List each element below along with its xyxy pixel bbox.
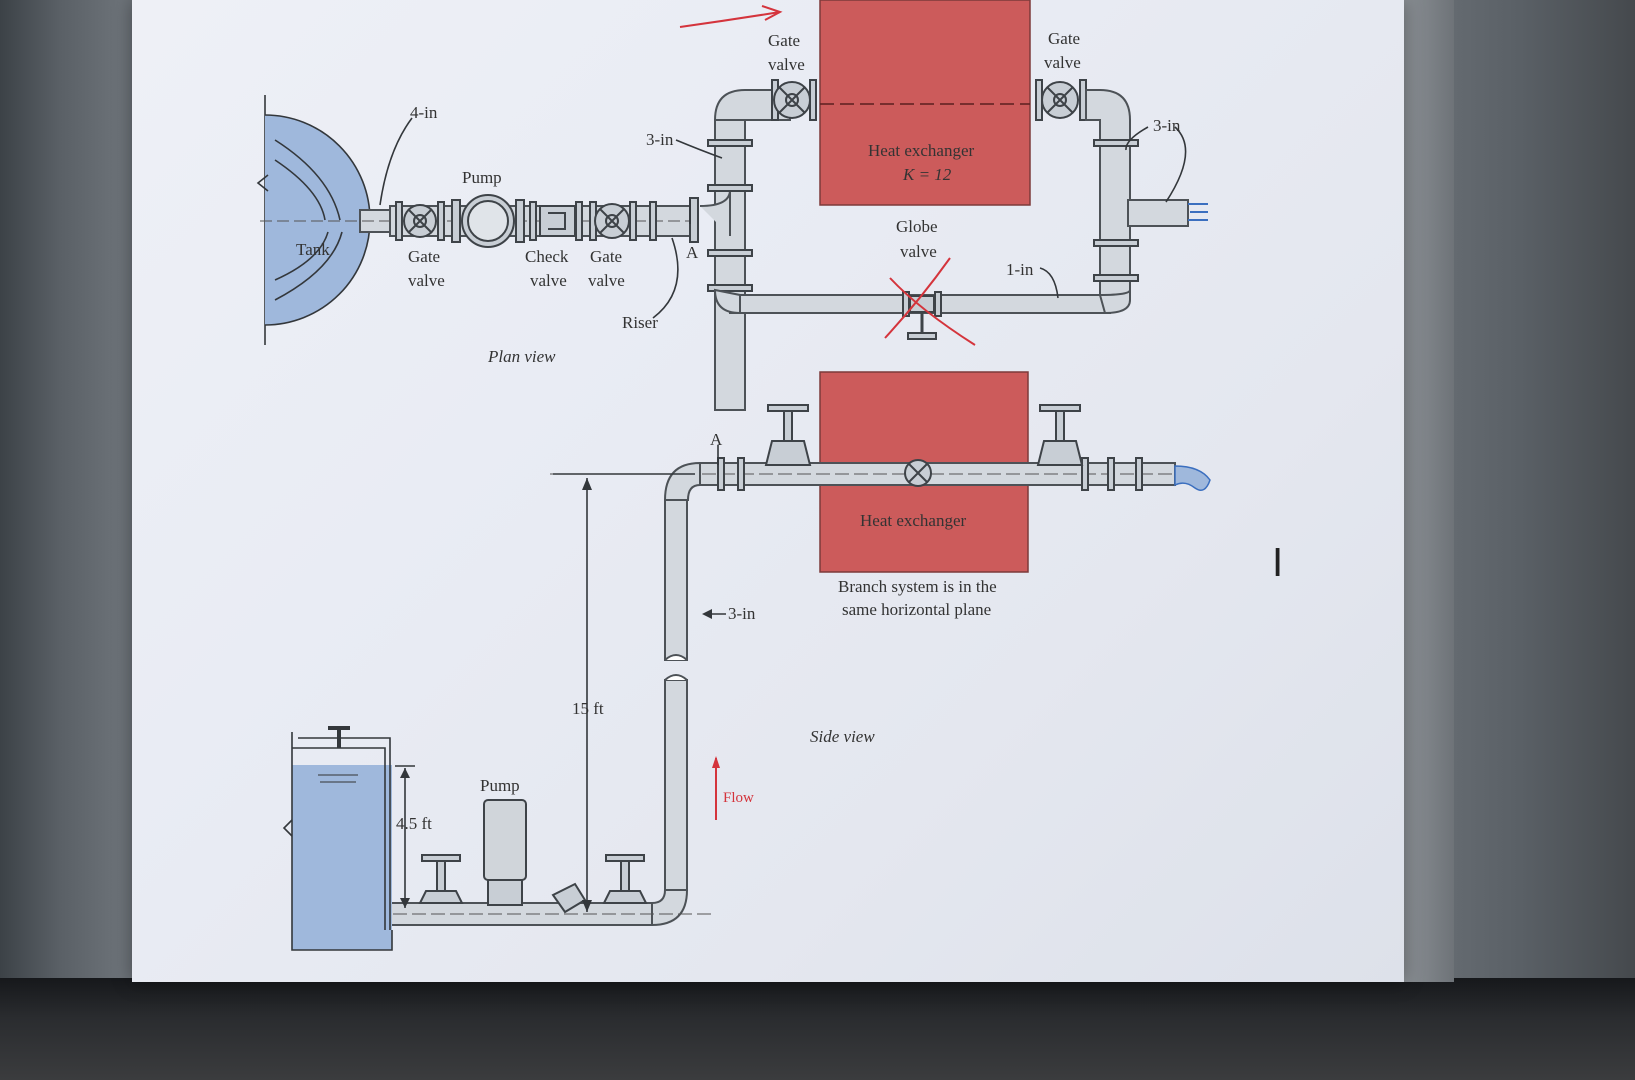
plan-label-gate-valve-tl-b: valve	[768, 55, 805, 74]
side-tank	[282, 726, 393, 951]
plan-gate-valve-2	[589, 201, 637, 241]
plan-label-pump: Pump	[462, 168, 502, 187]
plan-left-branch-pipe	[714, 119, 746, 411]
side-view-caption: Side view	[810, 727, 875, 746]
red-cross-mark	[889, 277, 976, 346]
plan-label-point-a: A	[686, 243, 699, 262]
plan-label-gate-valve-1b: valve	[408, 271, 445, 290]
plan-label-1in: 1-in	[1006, 260, 1034, 279]
plan-label-gate-valve-tl-a: Gate	[768, 31, 800, 50]
plan-label-tank: Tank	[296, 240, 330, 259]
plan-label-gate-valve-tr-a: Gate	[1048, 29, 1080, 48]
plan-label-gate-valve-2a: Gate	[590, 247, 622, 266]
plan-label-gate-valve-1a: Gate	[408, 247, 440, 266]
monitor-bezel-bottom	[0, 978, 1635, 1080]
side-riser-upper	[664, 499, 688, 661]
side-gate-valve-bottom-left	[418, 854, 464, 904]
plan-label-3in-left: 3-in	[646, 130, 674, 149]
side-gate-valve-right	[1036, 404, 1084, 466]
piping-diagram: 4-in Pump Tank Gate valve Check valve Ga…	[256, 0, 1283, 951]
side-outlet-stream	[1174, 465, 1211, 491]
plan-label-4in: 4-in	[410, 103, 438, 122]
plan-pump	[451, 194, 525, 248]
side-label-flow: Flow	[723, 790, 754, 806]
plan-heat-exchanger	[819, 0, 1031, 206]
plan-label-heat-exchanger: Heat exchanger	[868, 141, 975, 160]
side-label-heat-exchanger: Heat exchanger	[860, 511, 967, 530]
plan-gate-valve-top-left	[771, 79, 817, 121]
side-gate-valve-left	[764, 404, 812, 466]
side-label-point-a: A	[710, 430, 723, 449]
side-label-pump: Pump	[480, 776, 520, 795]
side-riser-lower	[664, 679, 688, 891]
plan-check-valve	[529, 201, 583, 241]
text-cursor-icon: I	[1272, 541, 1283, 585]
plan-label-gate-valve-2b: valve	[588, 271, 625, 290]
plan-view: 4-in Pump Tank Gate valve Check valve Ga…	[256, 0, 1208, 411]
plan-label-globe-valve-a: Globe	[896, 217, 938, 236]
side-pump	[483, 799, 527, 906]
side-label-3in: 3-in	[728, 604, 756, 623]
screen: 4-in Pump Tank Gate valve Check valve Ga…	[132, 0, 1404, 982]
plan-label-check-valve-a: Check	[525, 247, 569, 266]
plan-label-gate-valve-tr-b: valve	[1044, 53, 1081, 72]
plan-outlet-pipe	[1127, 199, 1189, 227]
side-view: A Heat exchanger Branch system is in the…	[282, 371, 1211, 951]
plan-globe-valve	[902, 291, 942, 340]
plan-label-k-value: K = 12	[902, 165, 952, 184]
plan-label-3in-right: 3-in	[1153, 116, 1181, 135]
red-arrow-annotation	[679, 11, 781, 28]
side-label-branch-note-a: Branch system is in the	[838, 577, 997, 596]
plan-view-caption: Plan view	[487, 347, 556, 366]
side-gate-valve-bottom-right	[602, 854, 648, 904]
side-label-4-5ft: 4.5 ft	[396, 814, 432, 833]
side-globe-valve	[904, 459, 932, 487]
plan-label-check-valve-b: valve	[530, 271, 567, 290]
plan-label-riser: Riser	[622, 313, 658, 332]
plan-label-globe-valve-b: valve	[900, 242, 937, 261]
screen-right-edge	[1404, 0, 1454, 982]
plan-gate-valve-1	[395, 201, 445, 241]
plan-tank	[256, 95, 401, 345]
plan-gate-valve-top-right	[1035, 79, 1087, 121]
side-label-15ft: 15 ft	[572, 699, 604, 718]
side-label-branch-note-b: same horizontal plane	[842, 600, 991, 619]
